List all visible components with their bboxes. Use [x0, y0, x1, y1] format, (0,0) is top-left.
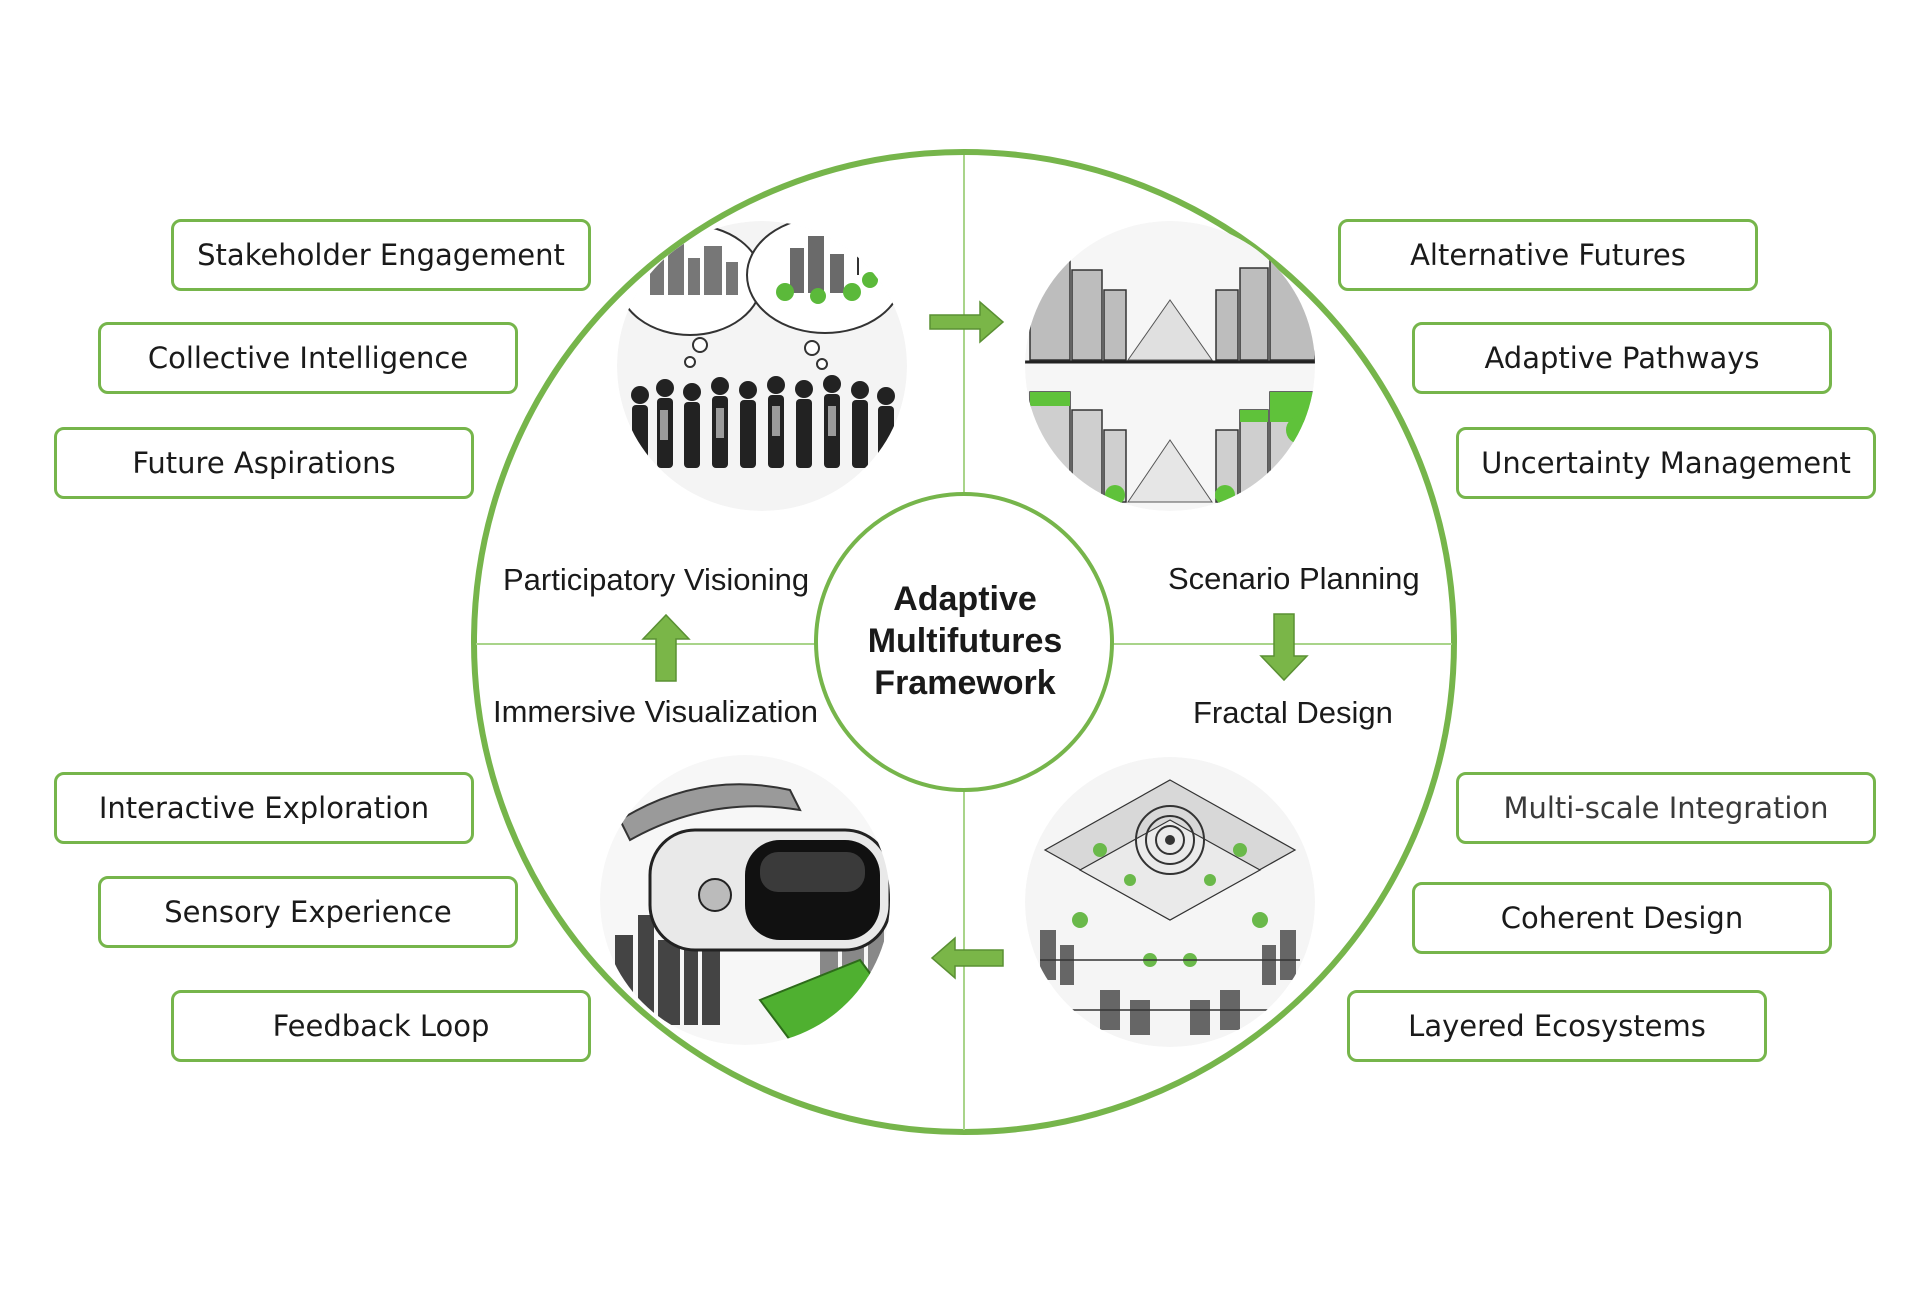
label-alternative-futures: Alternative Futures: [1338, 219, 1758, 291]
label-sensory-experience: Sensory Experience: [98, 876, 518, 948]
label-stakeholder-engagement: Stakeholder Engagement: [171, 219, 591, 291]
phase-fractal-design: Fractal Design: [1193, 695, 1393, 730]
label-collective-intelligence: Collective Intelligence: [98, 322, 518, 394]
label-uncertainty-management: Uncertainty Management: [1456, 427, 1876, 499]
center-circle: [814, 492, 1114, 792]
label-coherent-design: Coherent Design: [1412, 882, 1832, 954]
label-interactive-exploration: Interactive Exploration: [54, 772, 474, 844]
arrow-left-icon: [930, 936, 1004, 980]
arrow-up-icon: [641, 613, 691, 682]
arrow-down-icon: [1259, 613, 1309, 682]
center-title-line3: Framework: [874, 664, 1056, 702]
phase-participatory-visioning: Participatory Visioning: [503, 562, 810, 597]
label-future-aspirations: Future Aspirations: [54, 427, 474, 499]
label-feedback-loop: Feedback Loop: [171, 990, 591, 1062]
label-adaptive-pathways: Adaptive Pathways: [1412, 322, 1832, 394]
outer-ring: [471, 149, 1457, 1135]
arrow-right-icon: [929, 300, 1005, 344]
fractal-city-illustration: [1025, 757, 1315, 1047]
label-multi-scale-integration: Multi-scale Integration: [1456, 772, 1876, 844]
phase-scenario-planning: Scenario Planning: [1168, 561, 1420, 596]
phase-immersive-visualization: Immersive Visualization: [493, 694, 819, 729]
label-layered-ecosystems: Layered Ecosystems: [1347, 990, 1767, 1062]
center-title-line1: Adaptive: [893, 580, 1037, 618]
center-title: Adaptive Multifutures Framework: [815, 578, 1115, 704]
center-title-line2: Multifutures: [867, 622, 1063, 660]
vr-headset-illustration: [600, 755, 890, 1045]
